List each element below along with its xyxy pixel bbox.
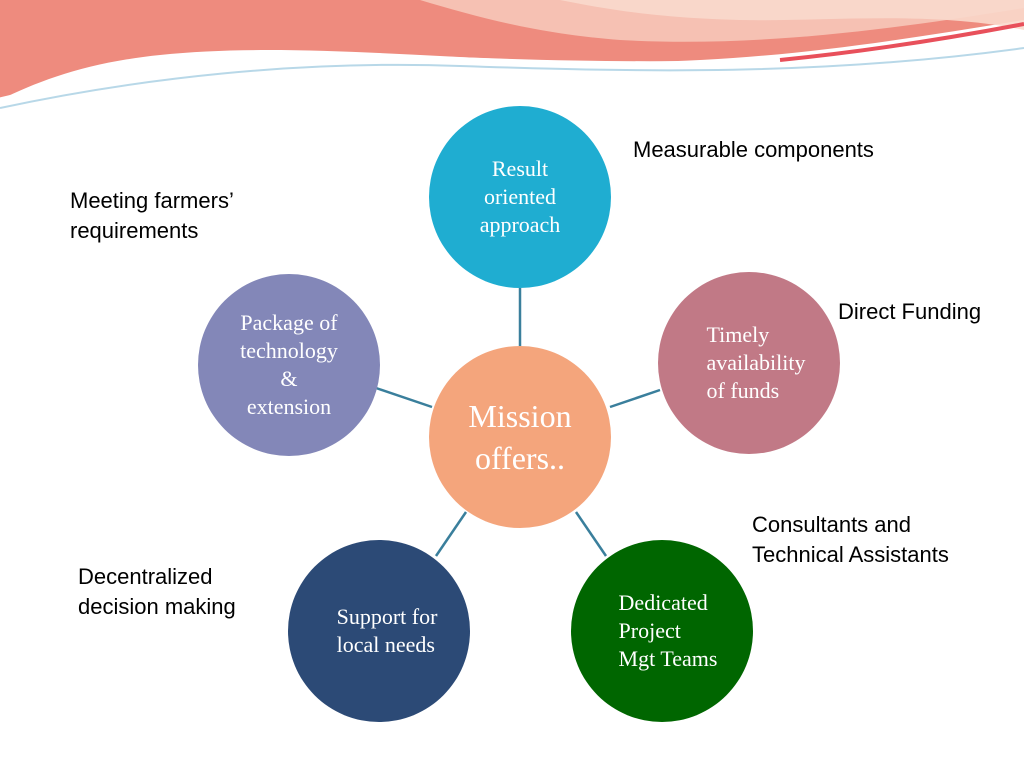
note-funding: Direct Funding <box>838 299 982 324</box>
note-decentralized: Decentralized decision making <box>78 564 236 619</box>
note-farmers: Meeting farmers’ requirements <box>70 188 234 243</box>
node-center-label: Mission offers.. <box>468 398 572 476</box>
header-wave-banner <box>0 0 1024 114</box>
node-funds: Timely availability of funds <box>658 272 840 454</box>
node-package-label: Package of technology & extension <box>240 310 338 419</box>
node-teams: Dedicated Project Mgt Teams <box>571 540 753 722</box>
node-center: Mission offers.. <box>429 346 611 528</box>
node-local: Support for local needs <box>288 540 470 722</box>
connector-teams <box>574 511 608 557</box>
node-local-label: Support for local needs <box>336 604 438 657</box>
connector-package <box>375 386 433 409</box>
note-consultants: Consultants and Technical Assistants <box>752 512 949 567</box>
node-teams-label: Dedicated Project Mgt Teams <box>618 590 718 671</box>
node-funds-label: Timely availability of funds <box>706 322 806 403</box>
connector-funds <box>609 388 661 409</box>
node-result: Result oriented approach <box>429 106 611 288</box>
node-result-label: Result oriented approach <box>479 156 561 237</box>
connector-local <box>434 511 468 557</box>
note-measurable: Measurable components <box>633 137 874 162</box>
node-package: Package of technology & extension <box>198 274 380 456</box>
